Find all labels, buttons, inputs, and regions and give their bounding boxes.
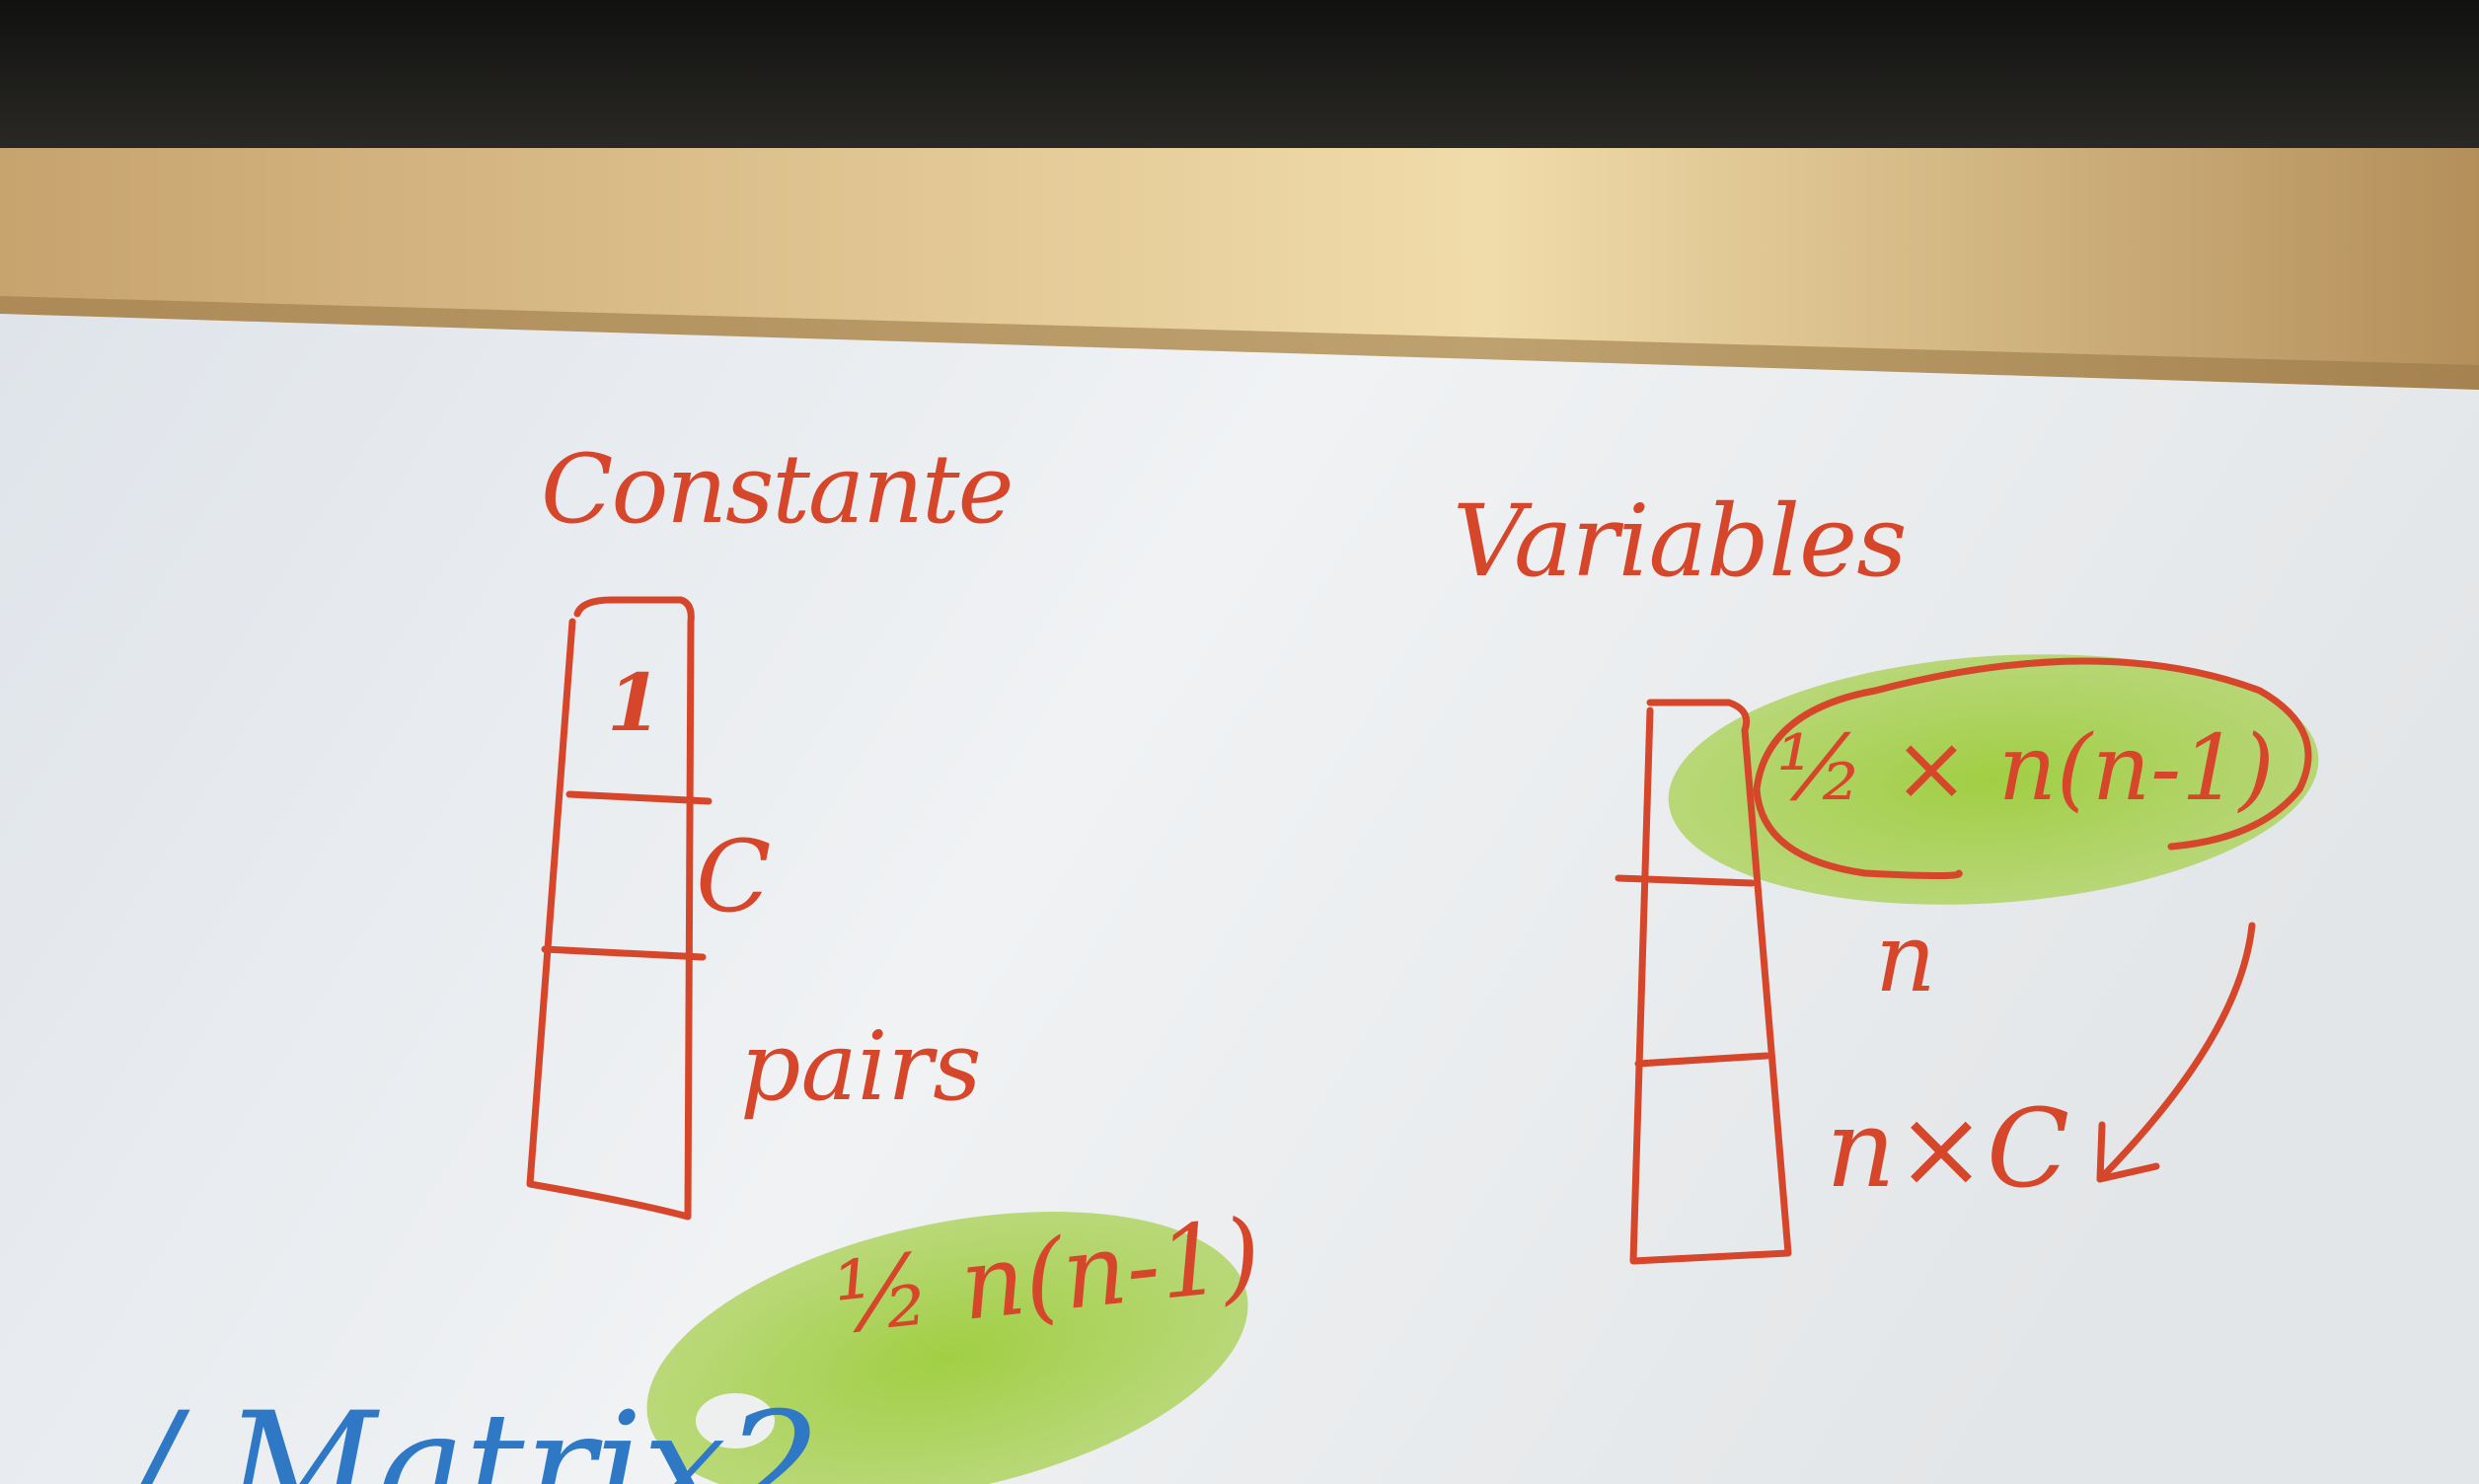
wood-shadow — [0, 296, 2479, 395]
wall-background — [0, 0, 2479, 158]
left-cell-3-label: pairs — [740, 1011, 982, 1122]
bottom-partial-text: …/ Matrix2 … — [0, 1381, 1015, 1484]
right-cell-2-label: n — [1875, 903, 1936, 1013]
right-top-formula: ½ × n(n-1) — [1776, 715, 2275, 821]
left-column-divider-1 — [565, 790, 713, 805]
highlight-left-formula — [646, 1212, 1248, 1484]
formula-circle — [1753, 657, 2312, 879]
right-cell-3-label: n×C — [1826, 1085, 2070, 1212]
arrow-line — [2096, 922, 2256, 1183]
heading-constante: Constante — [541, 434, 1014, 545]
heading-variables: Variables — [1453, 483, 1908, 599]
right-column-box — [1629, 699, 1792, 1265]
highlight-right-formula — [1668, 654, 2319, 905]
paper-sheet — [0, 314, 2479, 1484]
right-column-divider-2 — [1634, 1052, 1770, 1068]
arrow-head — [2096, 1121, 2160, 1183]
highlight-left-hole — [696, 1393, 775, 1448]
right-column-divider-1 — [1615, 874, 1756, 887]
left-column-box — [526, 596, 695, 1221]
left-cell-1-label: 1 — [607, 656, 662, 749]
left-cell-2-label: C — [696, 819, 772, 934]
left-column-divider-2 — [541, 945, 707, 961]
